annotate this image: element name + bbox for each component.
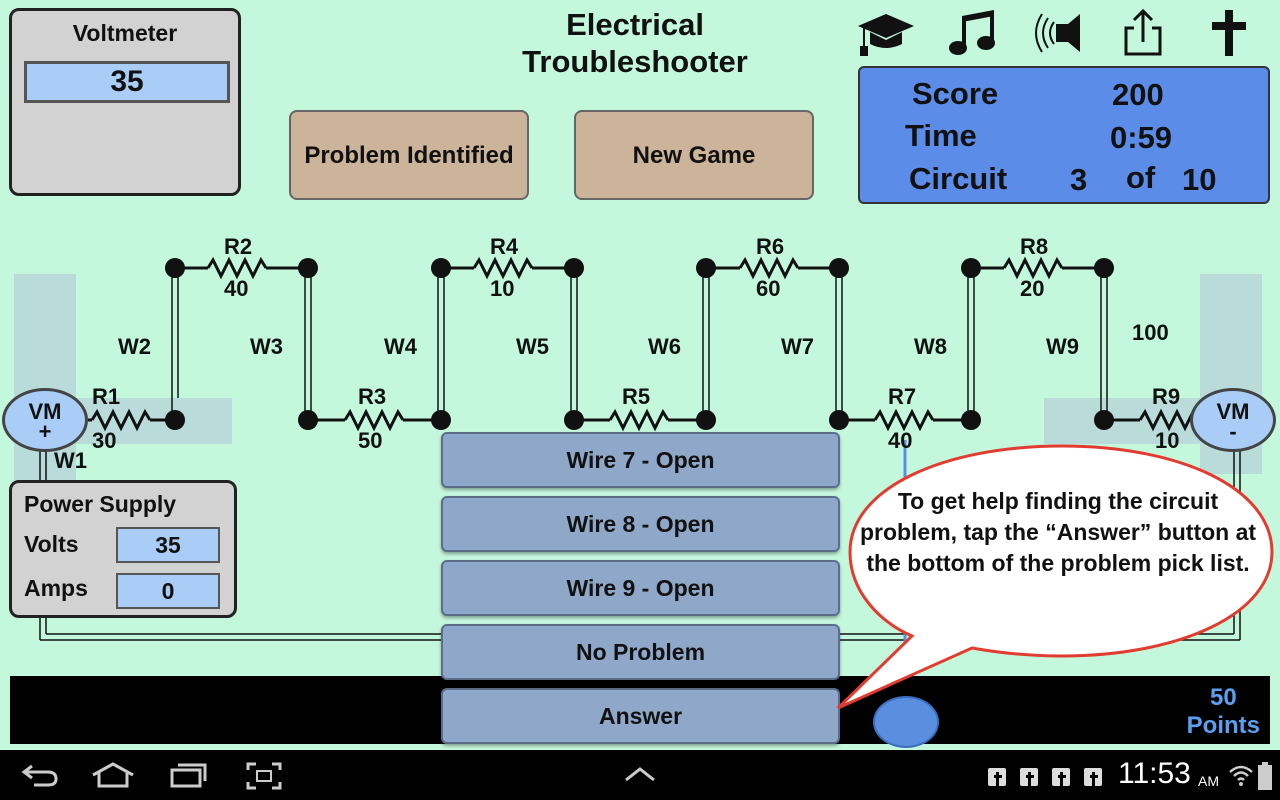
wire-label[interactable]: W2 — [118, 334, 151, 359]
battery-icon — [1256, 762, 1276, 797]
circuit-value-label: 100 — [1132, 320, 1169, 345]
music-note-icon[interactable] — [944, 8, 1000, 58]
home-icon[interactable] — [90, 762, 136, 793]
amps-label: Amps — [24, 575, 88, 601]
chevron-up-icon[interactable] — [624, 766, 656, 787]
wire-label[interactable]: W3 — [250, 334, 283, 359]
resistor-value: 60 — [756, 276, 781, 301]
resistor-label: R3 — [358, 384, 387, 409]
resistor-label: R1 — [92, 384, 121, 409]
pick-item-no-problem[interactable]: No Problem — [441, 624, 840, 680]
vm-label: VM — [28, 399, 62, 424]
tooltip-text: To get help finding the circuit problem,… — [859, 488, 1257, 576]
cross-icon[interactable] — [1204, 8, 1260, 58]
time-label: Time — [905, 118, 977, 153]
resistor-value: 10 — [490, 276, 515, 301]
probe-handle[interactable] — [873, 696, 939, 748]
wire-label[interactable]: W6 — [648, 334, 681, 359]
recent-apps-icon[interactable] — [168, 762, 208, 793]
resistor-value: 10 — [1155, 428, 1180, 453]
back-icon[interactable] — [20, 762, 60, 793]
graduation-cap-icon[interactable] — [856, 8, 914, 58]
score-label: Score — [912, 76, 999, 111]
vm-sign: + — [38, 419, 52, 444]
app-title: Electrical Troubleshooter — [522, 7, 748, 79]
screenshot-icon[interactable] — [246, 762, 282, 795]
status-ampm: AM — [1198, 773, 1219, 789]
amps-value: 0 — [116, 573, 220, 609]
resistor-label: R6 — [756, 234, 785, 259]
speaker-icon[interactable] — [1028, 8, 1084, 58]
resistor-label: R5 — [622, 384, 651, 409]
circuit-total: 10 — [1182, 162, 1217, 197]
pick-item-wire-8-open[interactable]: Wire 8 - Open — [441, 496, 840, 552]
voltmeter-value: 35 — [24, 61, 230, 103]
new-game-button[interactable]: New Game — [574, 110, 814, 200]
vm-label: VM — [1216, 399, 1250, 424]
resistor-label: R8 — [1020, 234, 1049, 259]
circuit-current: 3 — [1070, 162, 1088, 197]
wire-label[interactable]: W4 — [384, 334, 417, 359]
points-label: Points — [1186, 712, 1260, 739]
vm-sign: - — [1229, 419, 1237, 444]
resistor-value: 30 — [92, 428, 117, 453]
resistor-label: R7 — [888, 384, 917, 409]
voltmeter-panel: Voltmeter 35 — [9, 8, 241, 196]
wire-label[interactable]: W9 — [1046, 334, 1079, 359]
power-supply-title: Power Supply — [24, 491, 177, 517]
pick-item-wire-9-open[interactable]: Wire 9 - Open — [441, 560, 840, 616]
problem-identified-button[interactable]: Problem Identified — [289, 110, 529, 200]
wire-label[interactable]: W8 — [914, 334, 947, 359]
circuit-label: Circuit — [909, 161, 1008, 196]
volts-value: 35 — [116, 527, 220, 563]
resistor-value: 20 — [1020, 276, 1045, 301]
pick-item-wire-7-open[interactable]: Wire 7 - Open — [441, 432, 840, 488]
wire-label[interactable]: W7 — [781, 334, 814, 359]
vm-probe-negative[interactable]: VM - — [1190, 388, 1276, 452]
wire-label[interactable]: W5 — [516, 334, 549, 359]
vm-probe-positive[interactable]: VM + — [2, 388, 88, 452]
resistor-label: R9 — [1152, 384, 1181, 409]
resistor-value: 40 — [224, 276, 249, 301]
wire-label[interactable]: W1 — [54, 448, 87, 473]
score-value: 200 — [1112, 77, 1164, 112]
share-icon[interactable] — [1118, 8, 1174, 58]
points-display: 50 Points — [1187, 684, 1260, 740]
wifi-icon — [1228, 762, 1254, 793]
voltmeter-title: Voltmeter — [72, 20, 178, 46]
notification-icons — [988, 766, 1108, 793]
answer-button[interactable]: Answer — [441, 688, 840, 744]
resistor-label: R2 — [224, 234, 253, 259]
resistor-label: R4 — [490, 234, 519, 259]
points-value: 50 — [1209, 684, 1237, 711]
resistor-value: 40 — [888, 428, 913, 453]
time-value: 0:59 — [1110, 120, 1173, 155]
volts-label: Volts — [24, 531, 79, 557]
power-supply-panel: Power Supply Volts 35 Amps 0 — [9, 480, 237, 618]
resistor-value: 50 — [358, 428, 383, 453]
score-panel: Score 200 Time 0:59 Circuit 3 of 10 — [858, 66, 1270, 204]
circuit-of: of — [1126, 160, 1156, 195]
status-clock: 11:53 — [1118, 757, 1191, 790]
